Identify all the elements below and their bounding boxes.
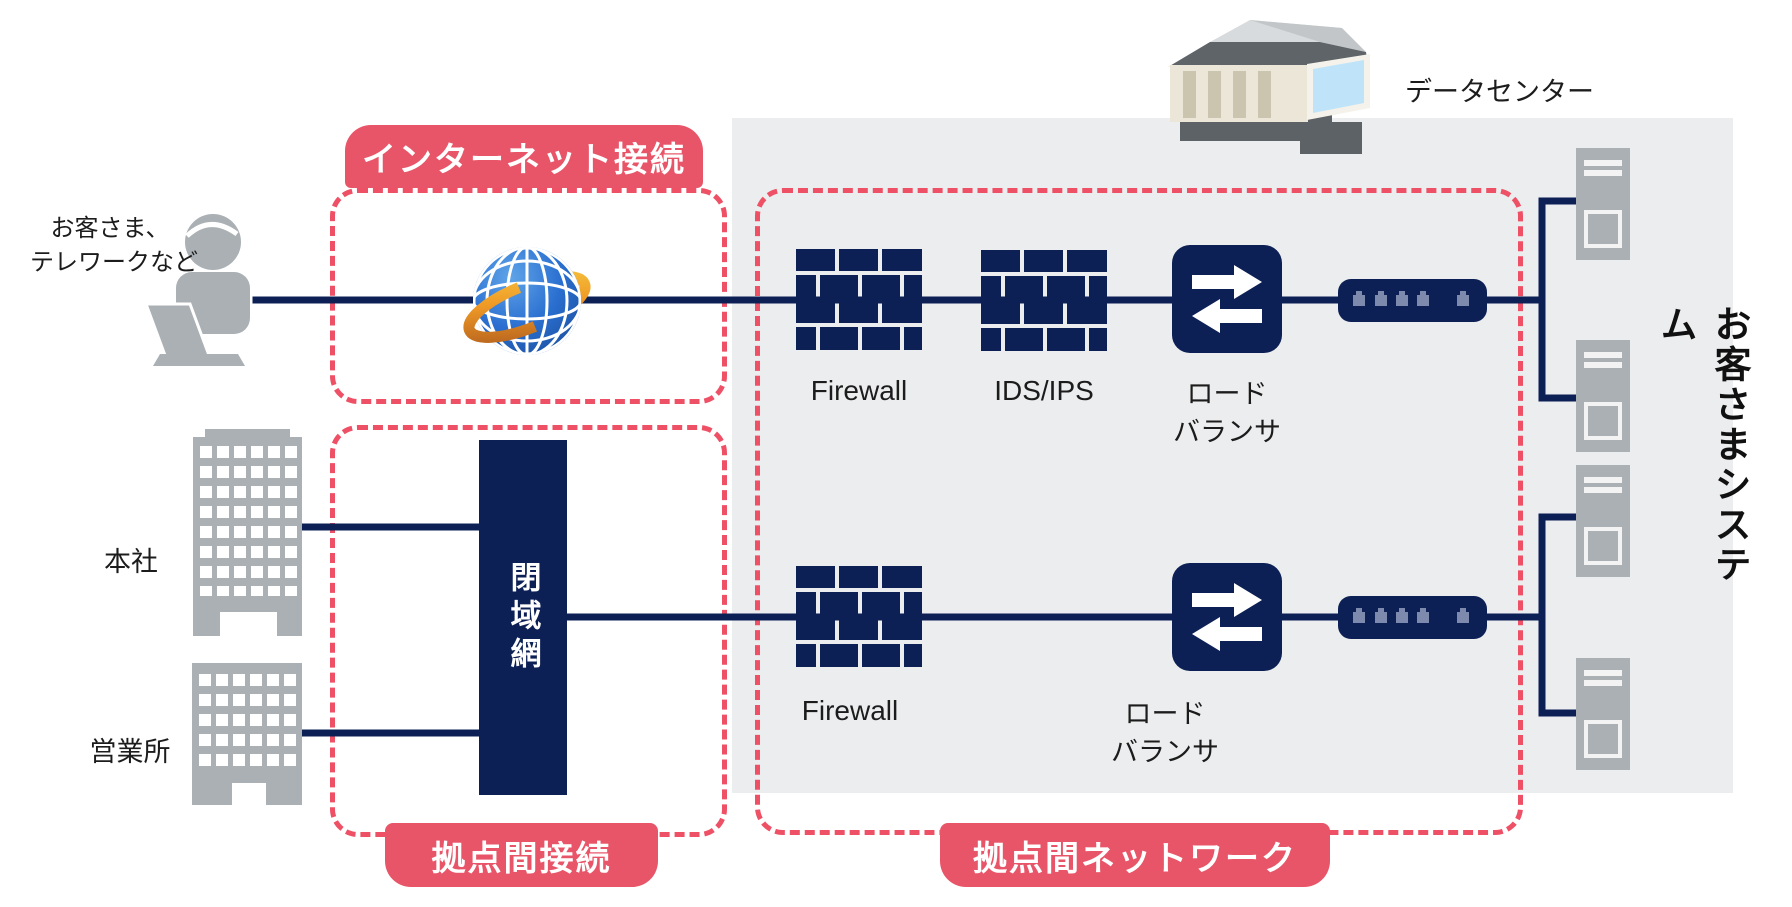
lb-top-line1: ロード xyxy=(1186,379,1268,409)
branch-label: 営業所 xyxy=(80,730,180,769)
zone-box-internet xyxy=(330,188,727,404)
datacenter-building-icon xyxy=(1168,20,1370,154)
load-balancer-bottom-icon xyxy=(1172,563,1282,671)
zone-label-site-network-text: 拠点間ネットワーク xyxy=(973,839,1297,878)
lb-top-line2: バランサ xyxy=(1173,417,1281,447)
zone-label-internet-text: インターネット接続 xyxy=(362,141,686,179)
customer-system-label-text: お客さまシステム xyxy=(1655,305,1750,585)
server-icon xyxy=(1574,656,1632,772)
ids-ips-icon xyxy=(981,250,1107,351)
hq-windows xyxy=(200,446,297,596)
ids-ips-label-text: IDS/IPS xyxy=(994,375,1094,406)
ids-ips-label: IDS/IPS xyxy=(974,375,1114,407)
person-laptop-icon xyxy=(143,214,250,366)
firewall-top-label-text: Firewall xyxy=(810,375,908,406)
user-caption-line2: テレワークなど xyxy=(30,249,198,276)
load-balancer-top-icon xyxy=(1172,245,1282,353)
firewall-top-icon xyxy=(796,249,922,350)
customer-system-label: お客さまシステム xyxy=(1648,305,1756,605)
zone-label-site-link: 拠点間接続 xyxy=(385,823,658,887)
hq-roof-parapet xyxy=(205,429,290,439)
hq-label-text: 本社 xyxy=(104,547,158,577)
zone-label-site-link-text: 拠点間接続 xyxy=(431,839,612,878)
load-balancer-top-label: ロード バランサ xyxy=(1147,375,1307,451)
switch-top-icon xyxy=(1338,279,1487,322)
closed-network-box: 閉域網 xyxy=(479,440,567,795)
server-icon xyxy=(1574,338,1632,454)
branch-windows xyxy=(199,674,296,766)
branch-door xyxy=(232,783,266,805)
datacenter-panel xyxy=(732,118,1733,793)
user-caption: お客さま、 テレワークなど xyxy=(30,212,198,280)
globe-icon xyxy=(463,247,591,355)
closed-network-label: 閉域網 xyxy=(505,560,541,675)
hq-door xyxy=(220,612,277,636)
lb-bottom-line2: バランサ xyxy=(1111,737,1219,767)
server-icon xyxy=(1574,463,1632,579)
server-icon xyxy=(1574,146,1632,262)
lb-bottom-line1: ロード xyxy=(1124,699,1206,729)
firewall-bottom-label-text: Firewall xyxy=(801,695,899,726)
user-caption-line1: お客さま、 xyxy=(50,215,170,242)
datacenter-label: データセンター xyxy=(1405,77,1594,107)
hq-label: 本社 xyxy=(91,540,171,579)
branch-label-text: 営業所 xyxy=(89,737,171,767)
firewall-top-label: Firewall xyxy=(789,375,929,407)
firewall-bottom-icon xyxy=(796,566,922,667)
firewall-bottom-label: Firewall xyxy=(780,695,920,727)
zone-label-internet: インターネット接続 xyxy=(345,125,703,188)
zone-label-site-network: 拠点間ネットワーク xyxy=(940,823,1330,887)
load-balancer-bottom-label: ロード バランサ xyxy=(1085,695,1245,771)
switch-bottom-icon xyxy=(1338,596,1487,639)
